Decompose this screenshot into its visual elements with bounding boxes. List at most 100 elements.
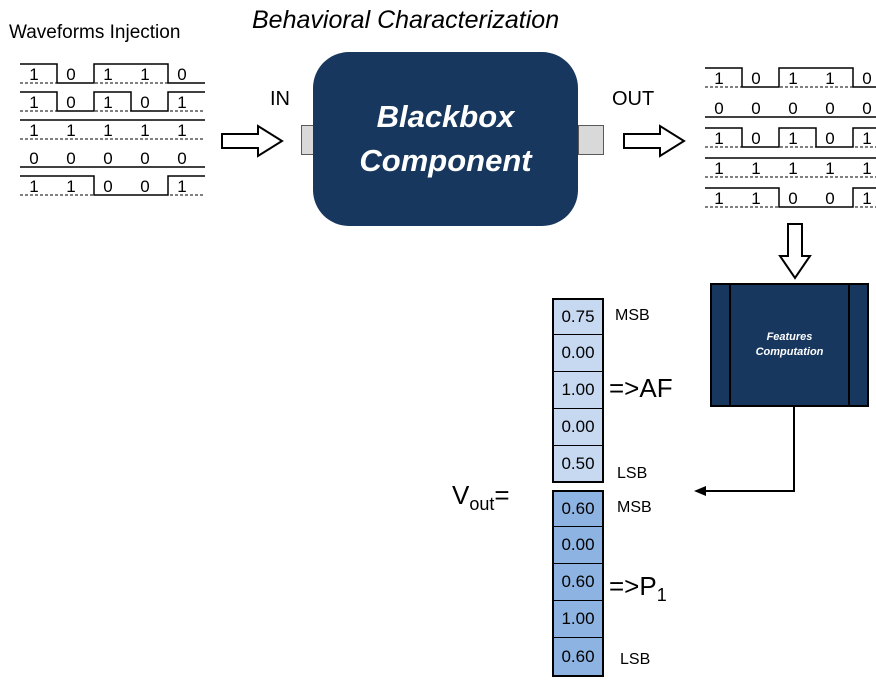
af-cell-3: 0.00 xyxy=(552,409,604,446)
output-bit-4-0: 1 xyxy=(714,189,723,208)
input-bit-1-0: 1 xyxy=(29,93,38,112)
blackbox-label-line2: Component xyxy=(359,143,532,178)
output-signal-4 xyxy=(705,187,876,208)
blackbox-component: Blackbox Component xyxy=(313,52,578,226)
input-bit-2-4: 1 xyxy=(177,121,186,140)
p1-label-text: =>P xyxy=(609,571,657,601)
output-signal-2 xyxy=(705,127,876,148)
input-bit-4-2: 0 xyxy=(103,177,112,196)
input-bit-1-1: 0 xyxy=(66,93,75,112)
output-port xyxy=(578,125,604,155)
p1-label-subscript: 1 xyxy=(656,585,667,606)
af-msb-label: MSB xyxy=(615,307,650,324)
input-bit-0-1: 0 xyxy=(66,65,75,84)
output-arrow-icon xyxy=(623,124,686,158)
output-bit-4-2: 0 xyxy=(788,189,797,208)
input-bit-4-0: 1 xyxy=(29,177,38,196)
output-bit-3-4: 1 xyxy=(862,159,871,178)
vout-subscript: out xyxy=(469,494,495,515)
output-bit-1-2: 0 xyxy=(788,99,797,118)
output-bit-4-4: 1 xyxy=(862,189,871,208)
features-label-line1: Features xyxy=(766,331,813,343)
vout-equals: = xyxy=(494,480,510,510)
output-bit-4-1: 1 xyxy=(751,189,760,208)
input-bit-1-2: 1 xyxy=(103,93,112,112)
input-bit-2-0: 1 xyxy=(29,121,38,140)
p1-cell-4: 0.60 xyxy=(552,638,604,677)
input-waveform-4: 1 1 0 0 1 xyxy=(20,175,205,196)
down-arrow-icon xyxy=(778,223,812,280)
input-waveform-2: 1 1 1 1 1 xyxy=(20,119,205,140)
input-bit-3-4: 0 xyxy=(177,149,186,168)
vout-symbol: V xyxy=(452,480,470,510)
features-computation-box: Features Computation xyxy=(710,283,869,407)
output-bit-0-3: 1 xyxy=(825,69,834,88)
output-signal-0 xyxy=(705,67,876,88)
diagram-title: Behavioral Characterization xyxy=(252,6,560,34)
output-bit-3-3: 1 xyxy=(825,159,834,178)
output-waveform-1: 0 0 0 0 0 xyxy=(705,99,876,118)
output-waveform-4: 1 1 0 0 1 xyxy=(705,187,876,208)
input-bit-4-4: 1 xyxy=(177,177,186,196)
input-signal-4 xyxy=(20,175,205,196)
input-bit-3-3: 0 xyxy=(140,149,149,168)
af-cell-2: 1.00 xyxy=(552,372,604,409)
output-bit-1-0: 0 xyxy=(714,99,723,118)
input-bit-2-1: 1 xyxy=(66,121,75,140)
connector-arrow xyxy=(694,407,795,496)
input-bit-3-1: 0 xyxy=(66,149,75,168)
blackbox-label-line1: Blackbox xyxy=(376,99,515,134)
output-bit-2-2: 1 xyxy=(788,129,797,148)
input-bit-0-4: 0 xyxy=(177,65,186,84)
input-bit-0-3: 1 xyxy=(140,65,149,84)
input-signal-1 xyxy=(20,91,205,112)
input-bit-4-1: 1 xyxy=(66,177,75,196)
output-bit-1-1: 0 xyxy=(751,99,760,118)
features-label-line2: Computation xyxy=(755,346,824,358)
p1-cell-0: 0.60 xyxy=(552,490,604,527)
input-waveform-3: 0 0 0 0 0 xyxy=(20,149,205,168)
af-cell-0: 0.75 xyxy=(552,298,604,335)
output-bit-2-1: 0 xyxy=(751,129,760,148)
af-cell-1: 0.00 xyxy=(552,335,604,372)
in-label: IN xyxy=(270,88,290,110)
output-bit-0-4: 0 xyxy=(862,69,871,88)
input-arrow-icon xyxy=(221,124,284,158)
p1-cell-2: 0.60 xyxy=(552,564,604,601)
output-bit-0-2: 1 xyxy=(788,69,797,88)
input-signal-0 xyxy=(20,63,205,84)
af-cell-4: 0.50 xyxy=(552,446,604,483)
af-lsb-label: LSB xyxy=(617,465,648,482)
output-bit-3-2: 1 xyxy=(788,159,797,178)
p1-lsb-label: LSB xyxy=(620,651,651,668)
output-bit-1-3: 0 xyxy=(825,99,834,118)
input-bit-2-2: 1 xyxy=(103,121,112,140)
output-bit-0-1: 0 xyxy=(751,69,760,88)
input-bit-0-2: 1 xyxy=(103,65,112,84)
input-bit-4-3: 0 xyxy=(140,177,149,196)
out-label: OUT xyxy=(612,88,655,110)
p1-msb-label: MSB xyxy=(617,499,652,516)
output-bit-0-0: 1 xyxy=(714,69,723,88)
p1-cell-1: 0.00 xyxy=(552,527,604,564)
input-bit-1-3: 0 xyxy=(140,93,149,112)
output-bit-2-0: 1 xyxy=(714,129,723,148)
output-bit-1-4: 0 xyxy=(862,99,871,118)
input-bit-0-0: 1 xyxy=(29,65,38,84)
output-waveform-3: 1 1 1 1 1 xyxy=(705,157,876,178)
input-bit-3-2: 0 xyxy=(103,149,112,168)
waveforms-injection-title: Waveforms Injection xyxy=(9,22,181,43)
input-bit-3-0: 0 xyxy=(29,149,38,168)
output-bit-2-4: 1 xyxy=(862,129,871,148)
vout-label: Vout= xyxy=(452,480,510,515)
output-bit-3-1: 1 xyxy=(751,159,760,178)
input-bit-2-3: 1 xyxy=(140,121,149,140)
output-bit-4-3: 0 xyxy=(825,189,834,208)
output-bit-3-0: 1 xyxy=(714,159,723,178)
p1-label: =>P1 xyxy=(609,571,667,606)
input-waveform-0: 1 0 1 1 0 xyxy=(20,63,205,84)
